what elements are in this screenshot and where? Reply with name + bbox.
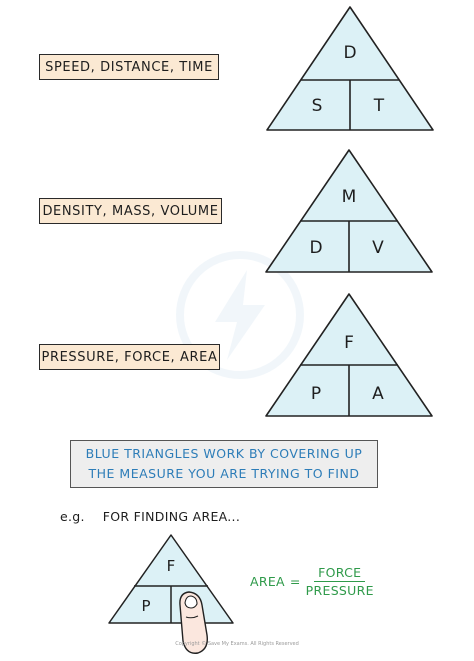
fraction-denominator: PRESSURE [305,583,374,598]
example-text: FOR FINDING AREA... [102,509,241,524]
triangle-bottom-right-letter: T [373,96,385,116]
finger-icon [179,591,208,654]
triangle-bottom-left-letter: S [312,96,323,116]
triangle-bottom-left-letter: P [141,597,150,615]
triangle-top-letter: D [343,43,356,63]
example-prefix: e.g. [60,509,85,524]
speed-distance-time-label: SPEED, DISTANCE, TIME [39,54,219,80]
density-mass-volume-label: DENSITY, MASS, VOLUME [39,198,222,224]
note-line-2: THE MEASURE YOU ARE TRYING TO FIND [88,466,360,481]
density-mass-volume-triangle: M D V [265,149,433,273]
triangle-bottom-left-letter: D [309,238,322,258]
triangle-bottom-left-letter: P [311,384,321,404]
instruction-note: BLUE TRIANGLES WORK BY COVERING UP THE M… [70,440,378,488]
pressure-force-area-label: PRESSURE, FORCE, AREA [39,344,220,370]
area-equation: AREA = FORCE PRESSURE [250,565,374,598]
pressure-force-area-triangle: F P A [265,293,433,417]
equation-lhs: AREA [250,574,285,589]
triangle-bottom-right-letter: V [372,238,384,258]
fraction-numerator: FORCE [314,565,366,582]
triangle-top-letter: M [342,187,357,207]
triangle-top-letter: F [167,557,176,575]
watermark-logo [176,251,304,379]
triangle-top-letter: F [344,333,354,353]
speed-distance-time-triangle: D S T [266,6,434,131]
copyright-text: Copyright © Save My Exams. All Rights Re… [175,641,299,647]
example-triangle: F P [108,534,234,654]
example-heading: e.g. FOR FINDING AREA... [60,509,240,524]
note-line-1: BLUE TRIANGLES WORK BY COVERING UP [85,446,363,461]
equals-sign: = [289,574,301,589]
triangle-bottom-right-letter: A [372,384,384,404]
fraction: FORCE PRESSURE [306,565,374,598]
